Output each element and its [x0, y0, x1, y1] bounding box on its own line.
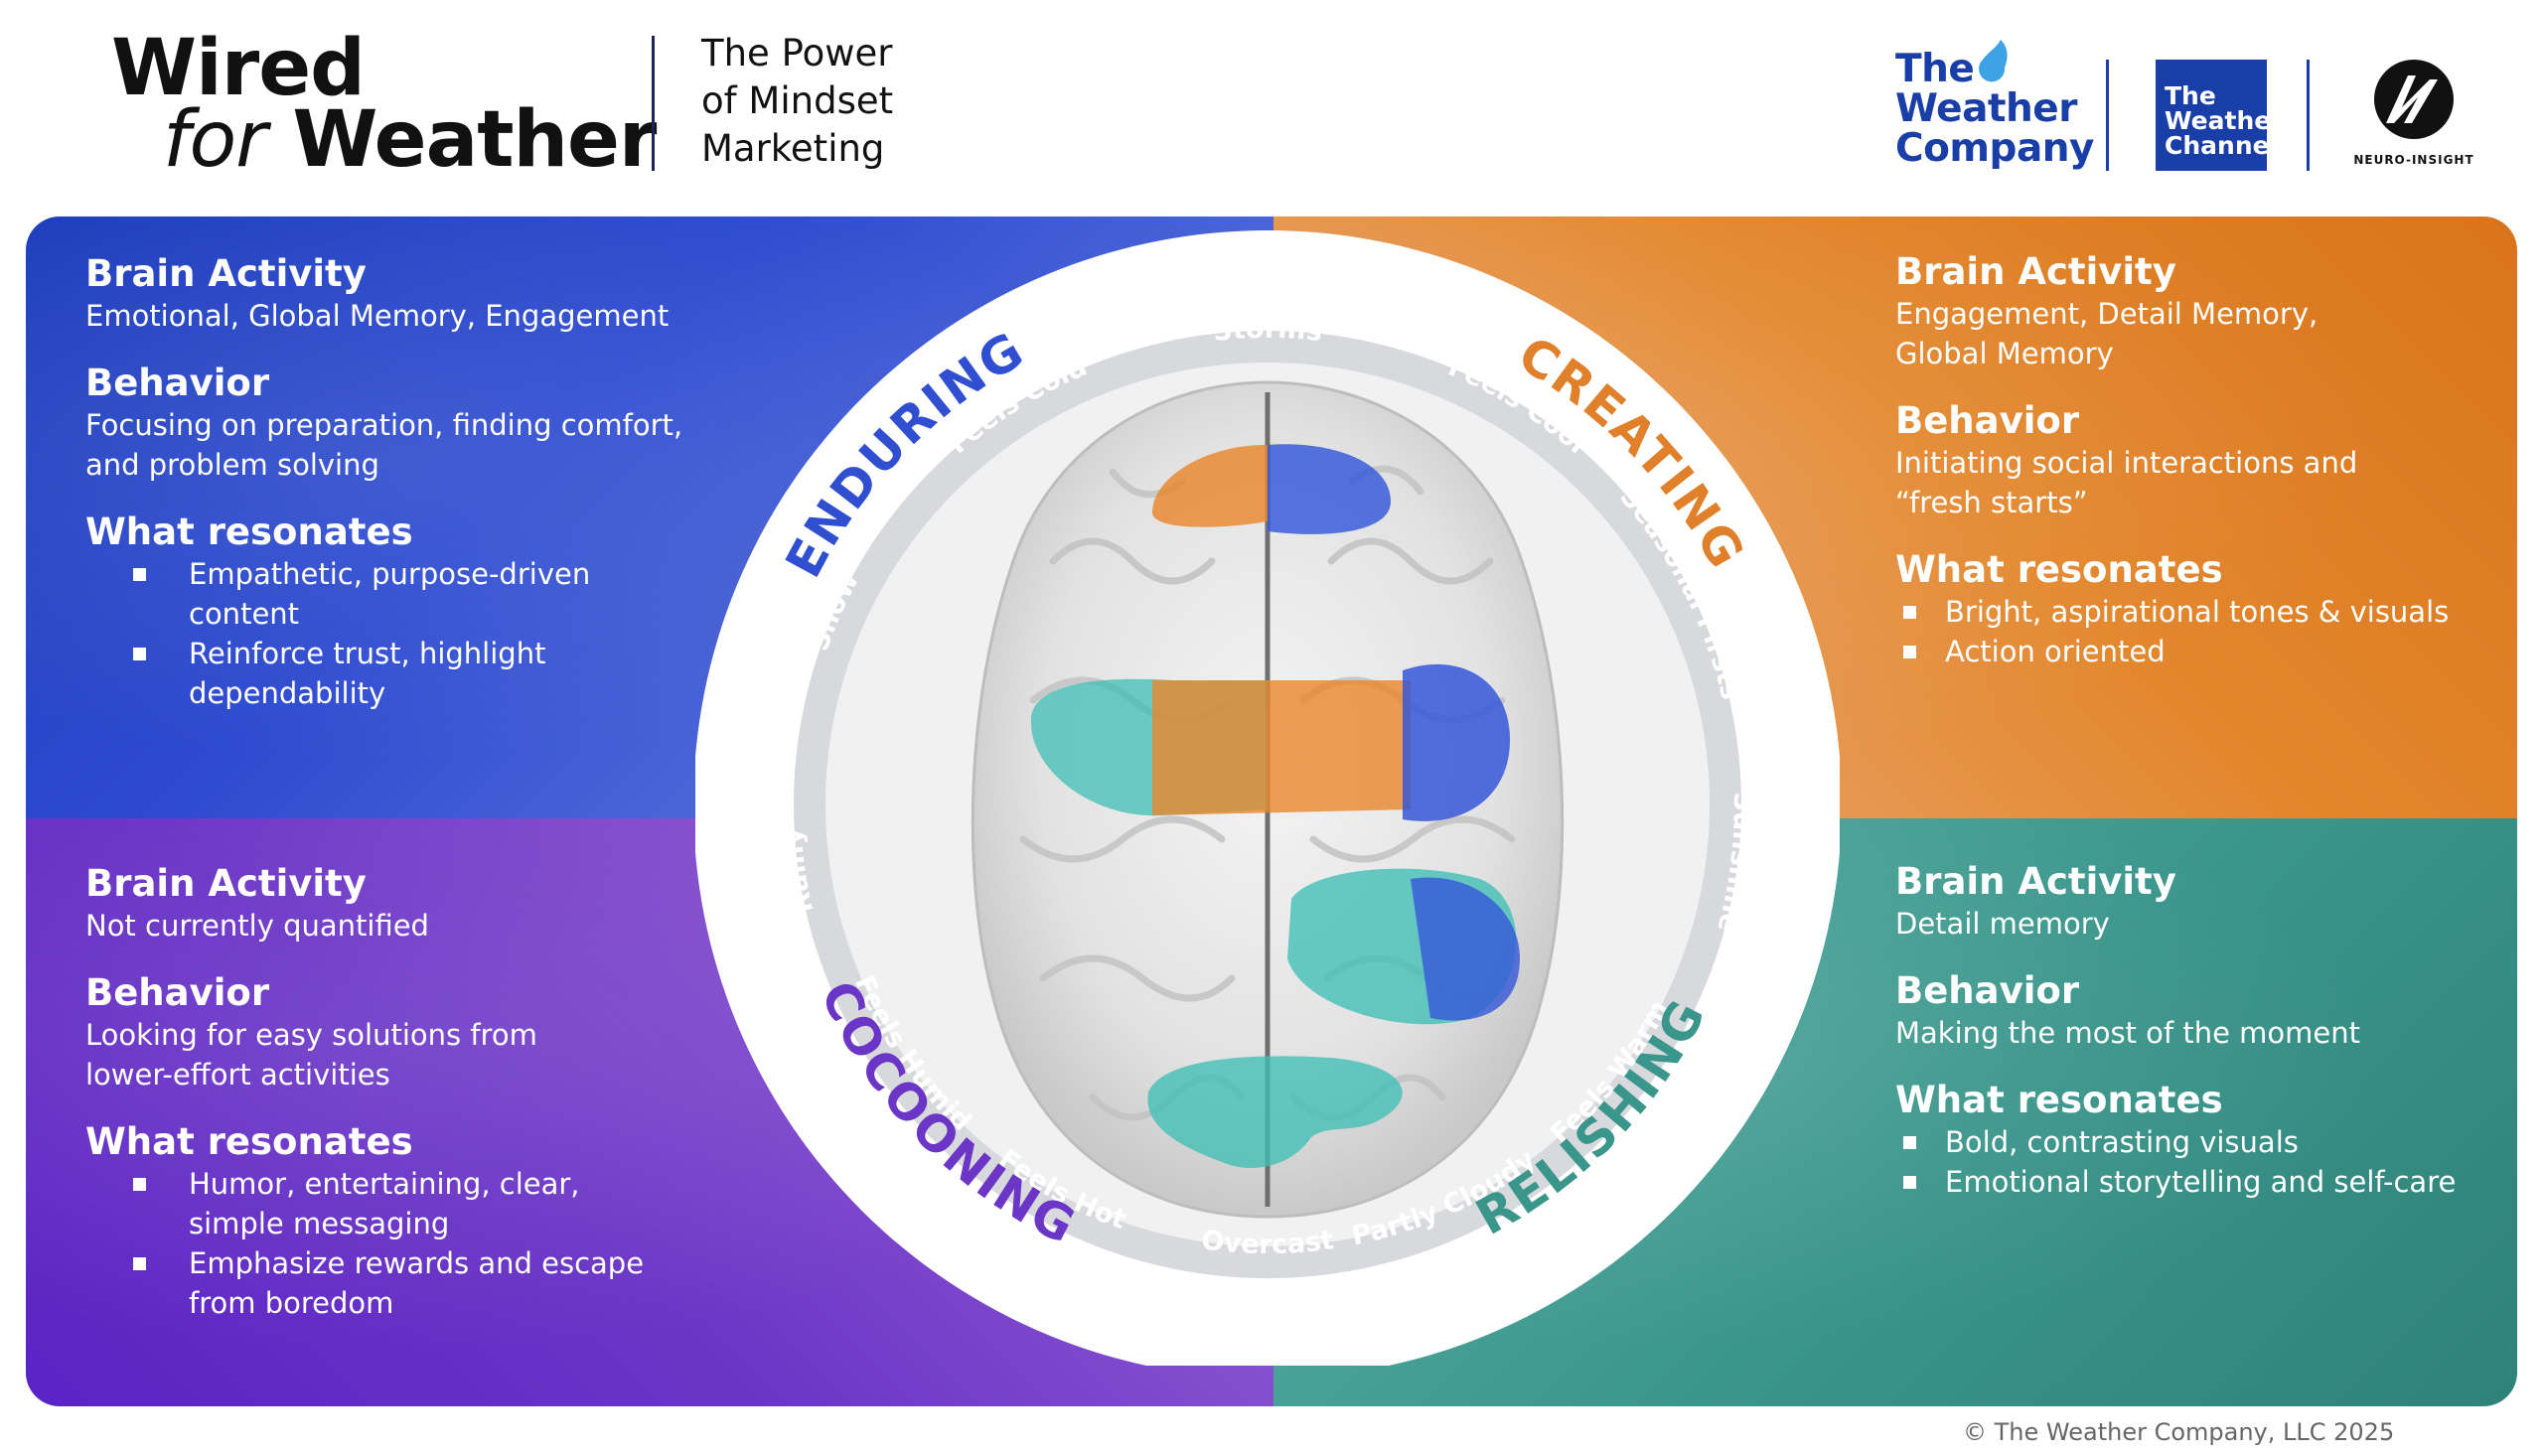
resonates-list: Humor, entertaining, clear, simple messag…	[85, 1164, 644, 1323]
bullet-square-icon	[1903, 606, 1916, 619]
twc-channel-line: Channel	[2165, 131, 2279, 160]
list-item-text: dependability	[189, 676, 386, 710]
behavior-text: lower-effort activities	[85, 1058, 390, 1092]
water-drop-icon	[1979, 40, 2008, 82]
neuro-insight-label: NEURO-INSIGHT	[2353, 153, 2474, 167]
what-resonates-heading: What resonates	[1895, 548, 2223, 591]
resonates-list: Bright, aspirational tones & visuals Act…	[1895, 592, 2449, 671]
wired-for-weather-logo: Wired for Weather	[111, 24, 657, 179]
panel-relishing: Brain Activity Detail memory Behavior Ma…	[1895, 860, 2456, 1228]
tagline: The Power of Mindset Marketing	[701, 30, 893, 173]
twc-line: The	[1895, 47, 1975, 91]
list-item-text: content	[189, 597, 300, 631]
brain-activity-heading: Brain Activity	[85, 862, 367, 905]
logo-for-weather: for Weather	[163, 101, 657, 179]
activity-region-enduring	[1268, 444, 1391, 534]
list-item-text: Empathetic, purpose-driven	[189, 557, 591, 591]
list-item-text: Emphasize rewards and escape	[189, 1246, 645, 1280]
twc-channel-line: The	[2165, 81, 2216, 110]
the-weather-channel-logo: The Weather Channel	[2156, 60, 2284, 171]
bullet-square-icon	[1903, 1176, 1916, 1189]
list-item: Bright, aspirational tones & visuals	[1895, 592, 2449, 632]
list-item-text: Bold, contrasting visuals	[1945, 1125, 2299, 1159]
bullet-square-icon	[1903, 1136, 1916, 1149]
behavior-text: and problem solving	[85, 448, 379, 482]
behavior-text: Focusing on preparation, finding comfort…	[85, 408, 683, 442]
behavior-heading: Behavior	[1895, 969, 2080, 1012]
brain-activity-text: Emotional, Global Memory, Engagement	[85, 299, 670, 333]
weather-ring-label: Overcast	[1200, 1225, 1336, 1260]
list-item: Emotional storytelling and self-care	[1895, 1162, 2456, 1202]
behavior-heading: Behavior	[85, 971, 270, 1014]
list-item-text: Bright, aspirational tones & visuals	[1945, 595, 2450, 629]
resonates-list: Bold, contrasting visuals Emotional stor…	[1895, 1122, 2456, 1202]
panel-creating: Brain Activity Engagement, Detail Memory…	[1895, 250, 2449, 697]
logo-divider	[2106, 60, 2109, 171]
what-resonates-heading: What resonates	[85, 1120, 413, 1163]
bullet-square-icon	[1903, 646, 1916, 658]
brain-activity-regions	[1030, 444, 1520, 1169]
brain-activity-heading: Brain Activity	[85, 252, 367, 295]
what-resonates-heading: What resonates	[85, 510, 413, 553]
behavior-text: Looking for easy solutions from	[85, 1018, 537, 1052]
list-item-text: Action oriented	[1945, 635, 2166, 668]
behavior-heading: Behavior	[85, 362, 270, 404]
tagline-line: The Power	[701, 32, 893, 74]
activity-region-creating	[1152, 680, 1411, 815]
bullet-square-icon	[133, 568, 146, 581]
list-item: Reinforce trust, highlight dependability	[85, 634, 682, 713]
brain-activity-text: Not currently quantified	[85, 909, 429, 943]
behavior-text: Initiating social interactions and	[1895, 446, 2358, 480]
list-item: Empathetic, purpose-driven content	[85, 554, 682, 634]
tagline-line: of Mindset	[701, 79, 894, 122]
list-item: Humor, entertaining, clear, simple messag…	[85, 1164, 644, 1243]
bullet-square-icon	[133, 648, 146, 660]
brain-activity-text: Detail memory	[1895, 907, 2110, 941]
list-item-text: Humor, entertaining, clear,	[189, 1167, 580, 1201]
brain-activity-text: Engagement, Detail Memory,	[1895, 297, 2319, 331]
behavior-heading: Behavior	[1895, 399, 2080, 442]
panel-cocooning: Brain Activity Not currently quantified …	[85, 862, 644, 1349]
resonates-list: Empathetic, purpose-driven content Reinfo…	[85, 554, 682, 713]
weather-ring-label: Storms	[1212, 314, 1324, 348]
twc-line: Weather	[1895, 86, 2077, 131]
list-item: Action oriented	[1895, 632, 2449, 671]
header-divider	[652, 36, 655, 171]
logo-weather: Weather	[292, 95, 657, 185]
list-item-text: from boredom	[189, 1286, 394, 1320]
behavior-text: “fresh starts”	[1895, 486, 2088, 519]
logo-for: for	[163, 95, 267, 185]
list-item-text: Reinforce trust, highlight	[189, 637, 546, 670]
the-weather-company-logo: The Weather Company	[1895, 50, 2094, 169]
activity-region-enduring	[1403, 663, 1510, 821]
logo-wired: Wired	[111, 24, 366, 113]
panel-enduring: Brain Activity Emotional, Global Memory,…	[85, 252, 682, 739]
behavior-text: Making the most of the moment	[1895, 1016, 2360, 1050]
brain-activity-text: Global Memory	[1895, 337, 2114, 370]
bullet-square-icon	[133, 1178, 146, 1191]
brain-activity-heading: Brain Activity	[1895, 250, 2176, 293]
logo-divider	[2307, 60, 2310, 171]
list-item: Bold, contrasting visuals	[1895, 1122, 2456, 1162]
tagline-line: Marketing	[701, 127, 885, 170]
list-item-text: simple messaging	[189, 1207, 450, 1240]
neuro-insight-icon	[2374, 60, 2454, 139]
activity-region-enduring	[1411, 877, 1520, 1021]
list-item-text: Emotional storytelling and self-care	[1945, 1165, 2457, 1199]
twc-channel-line: Weather	[2165, 106, 2284, 135]
what-resonates-heading: What resonates	[1895, 1079, 2223, 1121]
brain-activity-heading: Brain Activity	[1895, 860, 2176, 903]
activity-region-creating	[1151, 444, 1268, 527]
activity-region-relishing	[1147, 1056, 1403, 1169]
list-item: Emphasize rewards and escape from boredom	[85, 1243, 644, 1323]
copyright-text: © The Weather Company, LLC 2025	[1963, 1418, 2395, 1446]
twc-line: Company	[1895, 126, 2094, 171]
bullet-square-icon	[133, 1257, 146, 1270]
